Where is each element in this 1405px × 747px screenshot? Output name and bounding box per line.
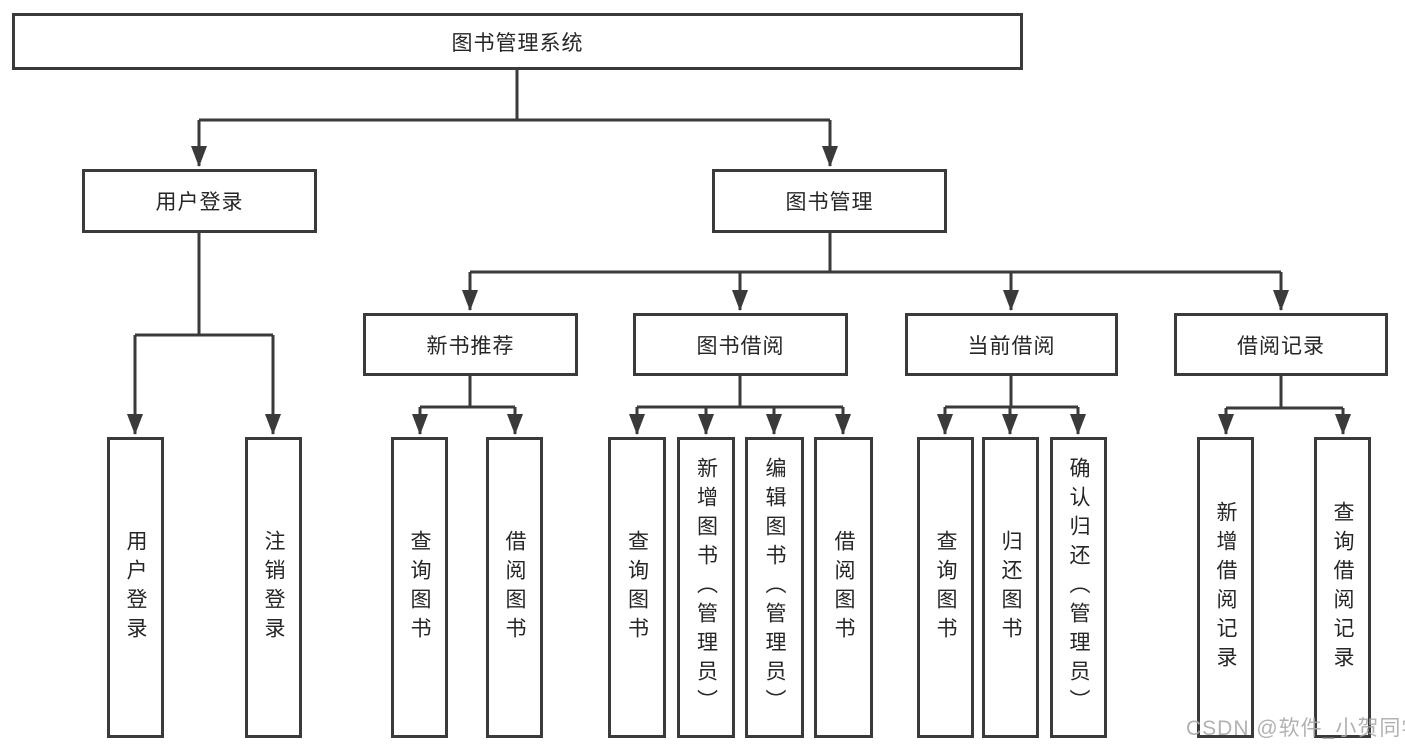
leaf-label: 确认归还（管理员） [1067,457,1090,718]
leaf-query-books-recommend: 查询图书 [391,437,448,738]
leaf-label: 借阅图书 [832,529,855,646]
leaf-user-login: 用户登录 [107,437,164,738]
leaf-label: 用户登录 [124,529,147,646]
node-new-book-recommend: 新书推荐 [363,313,578,376]
leaf-add-borrow-record: 新增借阅记录 [1197,437,1254,738]
leaf-return-books: 归还图书 [982,437,1039,738]
leaf-label: 新增借阅记录 [1214,500,1237,675]
leaf-label: 查询借阅记录 [1331,500,1354,675]
node-user-login: 用户登录 [82,169,317,233]
leaf-label: 编辑图书（管理员） [763,457,786,718]
leaf-label: 归还图书 [999,529,1022,646]
leaf-label: 借阅图书 [503,529,526,646]
leaf-label: 注销登录 [262,529,285,646]
leaf-label: 查询图书 [934,529,957,646]
leaf-label: 查询图书 [408,529,431,646]
leaf-confirm-return-admin: 确认归还（管理员） [1050,437,1107,738]
leaf-borrow-books-recommend: 借阅图书 [486,437,543,738]
leaf-query-borrow-record: 查询借阅记录 [1314,437,1371,738]
watermark: CSDN @软件_小贺同学 [1186,717,1405,740]
leaf-label: 查询图书 [625,529,649,646]
leaf-edit-books-admin: 编辑图书（管理员） [745,437,804,738]
leaf-borrow-books: 借阅图书 [814,437,873,738]
leaf-logout: 注销登录 [245,437,302,738]
leaf-label: 新增图书（管理员） [694,457,718,718]
node-book-borrow: 图书借阅 [633,313,848,376]
node-borrow-records: 借阅记录 [1174,313,1388,376]
leaf-add-books-admin: 新增图书（管理员） [677,437,735,738]
node-root: 图书管理系统 [12,13,1023,70]
leaf-query-books-current: 查询图书 [917,437,974,738]
leaf-query-books-borrow: 查询图书 [608,437,666,738]
node-book-management: 图书管理 [712,169,947,233]
node-current-borrow: 当前借阅 [905,313,1118,376]
